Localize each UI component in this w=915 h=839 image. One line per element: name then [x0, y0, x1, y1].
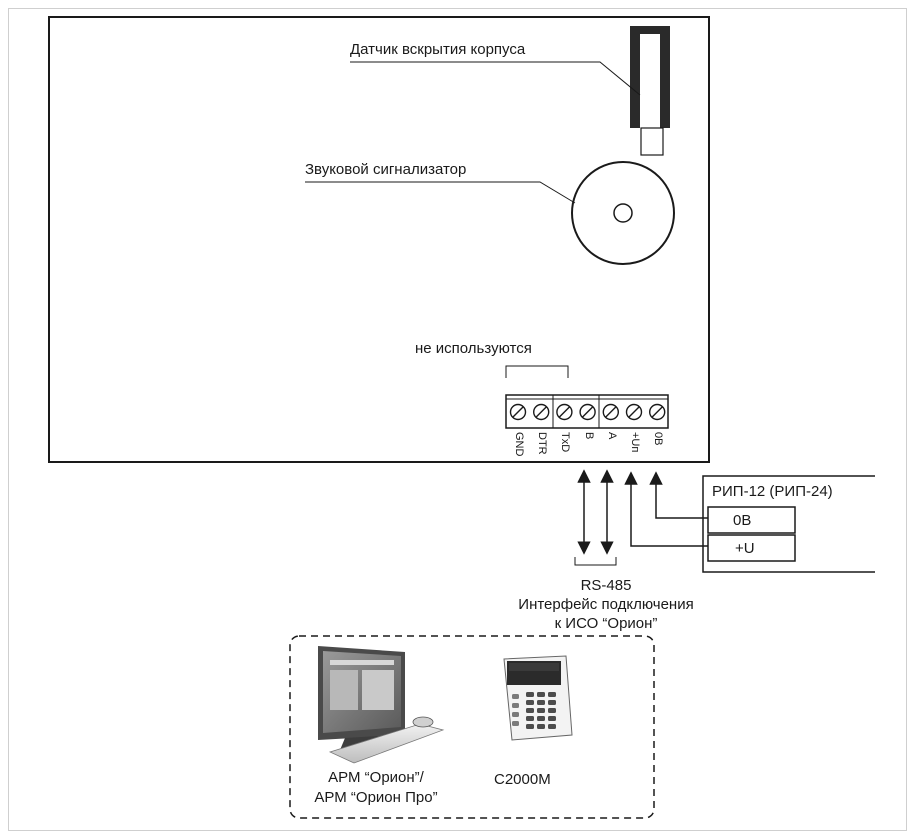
keypad-key [548, 716, 556, 721]
device-board [48, 16, 710, 463]
terminal-label: 0B [652, 432, 665, 446]
unused-label: не используются [415, 340, 532, 357]
rs485-caption-line1: RS-485 [580, 577, 632, 594]
keypad-c2000m-icon [503, 655, 573, 741]
arm-label-line1: АРМ “Орион”/ [328, 769, 424, 786]
terminal-screw-slot [605, 406, 617, 418]
devices-group [289, 635, 655, 819]
keypad-key [537, 700, 545, 705]
buzzer-label: Звуковой сигнализатор [305, 161, 467, 178]
keypad-key [526, 708, 534, 713]
terminal-screw-slot [628, 406, 640, 418]
terminal-screw-slot [535, 406, 547, 418]
terminal-label: A [605, 432, 618, 440]
keypad-key [548, 692, 556, 697]
rs485-caption-line2: Интерфейс подключения [518, 596, 694, 613]
tamper-label: Датчик вскрытия корпуса [350, 41, 526, 58]
keypad-key [526, 724, 534, 729]
keypad-key [537, 716, 545, 721]
keypad-side-key [512, 712, 519, 717]
unused-bracket [505, 365, 569, 378]
terminal-screws [509, 403, 666, 421]
terminal-screw-slot [512, 406, 524, 418]
terminal-label: DTR [536, 432, 549, 455]
tamper-sensor-icon [630, 26, 670, 156]
buzzer-icon [571, 161, 675, 265]
keypad-key [526, 700, 534, 705]
tamper-leader [350, 61, 641, 96]
outer-frame [8, 8, 907, 831]
keypad-side-key [512, 694, 519, 699]
terminal-screw-slot [558, 406, 570, 418]
c2000m-label: С2000М [494, 771, 551, 788]
terminal-screw-slot [582, 406, 594, 418]
keypad-key [548, 708, 556, 713]
power-supply [702, 475, 875, 573]
wire-plus-u [624, 471, 708, 547]
rs485-bracket [574, 557, 617, 566]
psu-title: РИП-12 (РИП-24) [712, 483, 833, 500]
keypad-key [548, 724, 556, 729]
keypad-key [537, 708, 545, 713]
psu-output-plus-u: +U [735, 540, 755, 557]
computer-workstation-icon [318, 646, 445, 764]
keypad-side-key [512, 721, 519, 726]
terminal-label: +Uп [629, 432, 641, 453]
terminal-label: B [582, 432, 595, 440]
wire-0v [649, 471, 708, 519]
keypad-key [548, 700, 556, 705]
keypad-key [537, 692, 545, 697]
keypad-key [537, 724, 545, 729]
terminal-label: TxD [559, 432, 572, 453]
terminal-label: GND [513, 432, 525, 457]
terminal-screw-slot [651, 406, 663, 418]
buzzer-leader [305, 181, 576, 204]
arm-label-line2: АРМ “Орион Про” [314, 789, 438, 806]
rs485-caption-line3: к ИСО “Орион” [554, 615, 658, 632]
keypad-key [526, 716, 534, 721]
keypad-key [526, 692, 534, 697]
psu-output-0v: 0В [733, 512, 752, 529]
keypad-side-key [512, 703, 519, 708]
